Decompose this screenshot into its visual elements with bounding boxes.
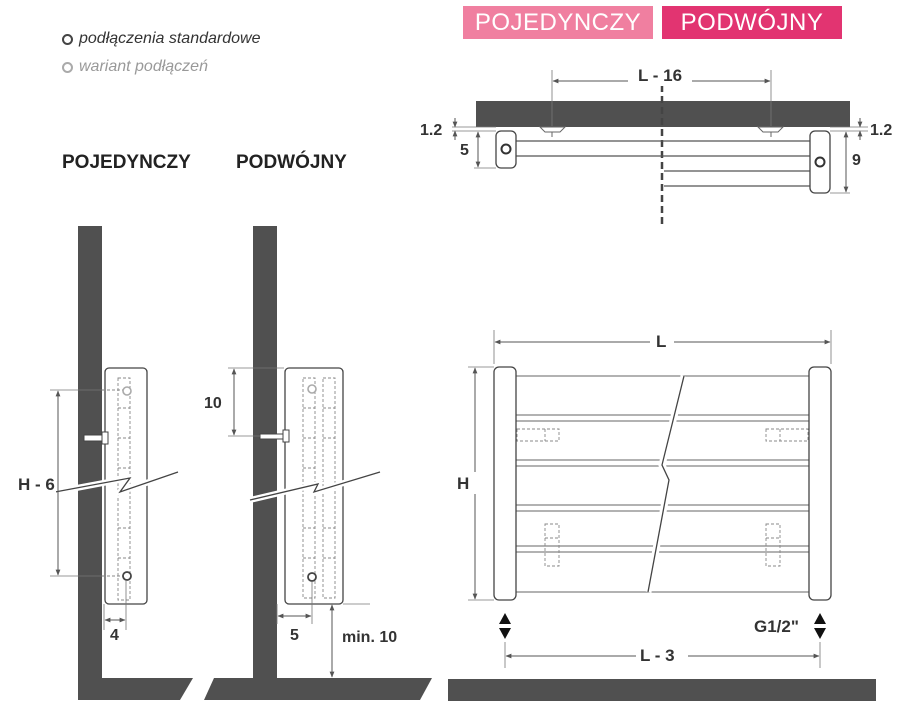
- column-title-single: POJEDYNCZY: [62, 152, 191, 173]
- top-view: L - 16 1.2 5 1.2 9: [420, 66, 892, 226]
- dim-top-span: L - 16: [638, 66, 682, 85]
- front-view: L H L - 3 G1/2": [448, 328, 876, 701]
- dim-top-depth-double: 9: [852, 152, 861, 169]
- badge-single: POJEDYNCZY: [463, 6, 653, 39]
- single-wall: [78, 226, 102, 678]
- top-bracket-right: [756, 126, 785, 133]
- dim-top-depth-single: 5: [460, 142, 469, 159]
- standard-connection-icon: [62, 33, 73, 45]
- front-endcap-right: [808, 366, 832, 601]
- double-floor: [204, 678, 432, 700]
- front-endcap-left: [493, 366, 517, 601]
- front-floor: [448, 679, 876, 701]
- side-view-double: 10 5 min. 10: [204, 226, 432, 700]
- dim-front-height: H: [457, 474, 469, 493]
- dim-double-bracket: 10: [204, 395, 222, 412]
- front-break-line: [644, 375, 688, 593]
- thread-label: G1/2": [754, 617, 799, 636]
- dim-double-floor: min. 10: [342, 629, 397, 646]
- badge-double: PODWÓJNY: [662, 6, 842, 39]
- single-floor: [78, 678, 193, 700]
- dim-top-gap-left: 1.2: [420, 122, 442, 139]
- legend-variant-label: wariant podłączeń: [79, 58, 208, 75]
- dim-single-height: H - 6: [18, 475, 55, 494]
- column-title-double: PODWÓJNY: [236, 152, 347, 173]
- dim-front-connection: L - 3: [640, 646, 675, 665]
- badge-double-label: PODWÓJNY: [680, 8, 824, 36]
- flow-arrow-left-icon: [499, 613, 511, 639]
- dim-top-gap-right: 1.2: [870, 122, 892, 139]
- legend-standard-label: podłączenia standardowe: [79, 30, 261, 47]
- legend-standard: podłączenia standardowe: [62, 30, 260, 48]
- double-wall: [253, 226, 277, 678]
- dim-front-width: L: [656, 332, 666, 351]
- variant-connection-icon: [62, 61, 73, 73]
- flow-arrow-right-icon: [814, 613, 826, 639]
- dim-single-offset: 4: [110, 627, 119, 644]
- legend-variant: wariant podłączeń: [62, 58, 208, 76]
- badge-single-label: POJEDYNCZY: [474, 8, 642, 36]
- top-bracket-left: [538, 126, 567, 133]
- dim-double-offset: 5: [290, 627, 299, 644]
- side-view-single: H - 6 4: [16, 226, 193, 700]
